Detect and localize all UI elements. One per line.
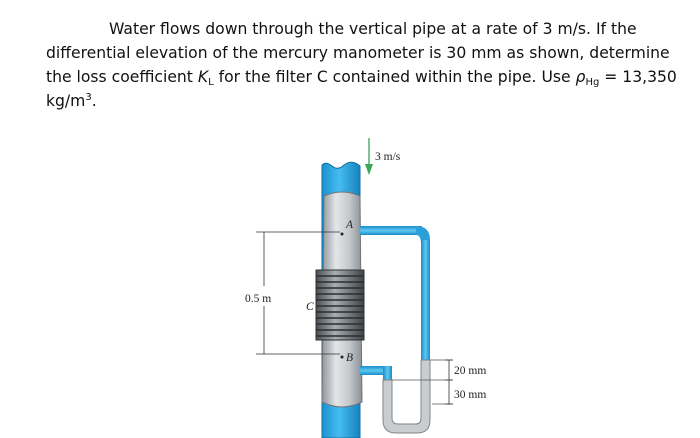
distance-label: 0.5 m [245,293,271,305]
half-meter-dimension [256,231,340,355]
dimension-20mm: 20 mm [454,365,486,377]
kl-subscript: L [208,77,214,88]
problem-text-4: . [91,92,97,110]
flow-velocity-label: 3 m/s [375,151,401,163]
rho-symbol: ρ [575,68,586,86]
dimension-30mm: 30 mm [454,389,486,401]
filter-c [315,269,365,341]
problem-text-1: Water flows down through the vertical pi… [46,20,670,86]
kl-symbol: K [197,68,209,86]
rho-subscript: Hg [585,77,600,88]
point-b-label: B [346,352,353,364]
dimension-bracket [445,359,453,405]
point-a-label: A [345,219,354,231]
problem-text-3: = 13,350 kg/m [46,68,677,110]
problem-text-2: for the filter C contained within the pi… [213,68,576,86]
problem-statement: Water flows down through the vertical pi… [46,17,686,113]
unit-exponent: 3 [85,92,92,103]
point-a-marker [340,232,344,236]
manometer-tube [360,226,431,434]
filter-label: C [306,301,314,313]
point-b-marker [340,355,344,359]
flow-arrow-icon [365,138,373,175]
